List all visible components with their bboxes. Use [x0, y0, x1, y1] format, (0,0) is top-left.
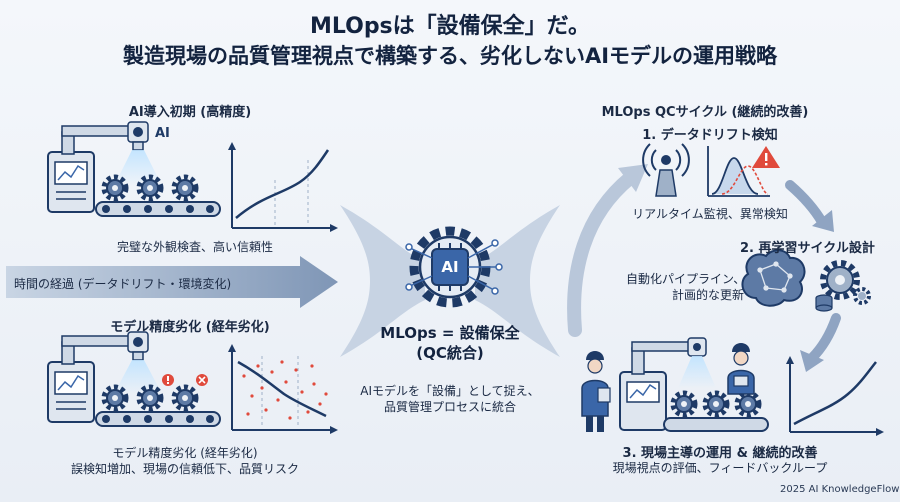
step3-description: 現場視点の評価、フィードバックループ — [612, 461, 828, 475]
main-title: MLOpsは「設備保全」だ。 — [309, 14, 590, 39]
alert-exclamation-icon — [162, 374, 174, 386]
degrade-caption-line1: モデル精度劣化 (経年劣化) — [112, 446, 258, 460]
qc-cycle-arrows — [567, 164, 841, 372]
step2-title: 2. 再学習サイクル設計 — [740, 241, 875, 256]
accuracy-chart-improved — [786, 356, 884, 436]
mlops-equation: MLOps = 設備保全 — [380, 324, 520, 342]
ai-chip-label: AI — [441, 258, 459, 276]
accuracy-chart-degraded — [228, 344, 338, 434]
center-description-line2: 品質管理プロセスに統合 — [383, 400, 516, 414]
center-description-line1: AIモデルを「設備」として捉え、 — [360, 384, 540, 398]
qc-integration: (QC統合) — [416, 344, 484, 362]
step1-description: リアルタイム監視、異常検知 — [632, 207, 788, 221]
warning-triangle-icon — [752, 146, 780, 168]
center-flow-shapes — [340, 205, 560, 357]
degrade-heading: モデル精度劣化 (経年劣化) — [110, 320, 270, 335]
settings-gear-database-icon — [815, 260, 871, 312]
distribution-drift-icon — [707, 146, 770, 197]
ai-gear-icon — [405, 226, 503, 308]
machine-initial-illustration — [47, 121, 221, 217]
initial-caption: 完璧な外観検査、高い信頼性 — [116, 240, 273, 254]
footer-credit: 2025 AI KnowledgeFlow — [780, 484, 900, 495]
brain-network-icon — [741, 249, 806, 307]
worker-right-icon — [727, 343, 755, 395]
main-subtitle: 製造現場の品質管理視点で構築する、劣化しないAIモデルの運用戦略 — [122, 44, 778, 68]
step2-description-line1: 自動化パイプライン、 — [626, 272, 746, 286]
time-arrow — [6, 256, 338, 308]
step2-description-line2: 計画的な更新 — [671, 288, 744, 302]
error-x-icon — [196, 374, 208, 386]
initial-heading: AI導入初期 (高精度) — [128, 105, 252, 120]
machine-degraded-illustration — [47, 331, 221, 427]
antenna-monitor-icon — [642, 143, 690, 197]
field-operators-machine-illustration — [581, 337, 769, 432]
degrade-caption-line2: 誤検知増加、現場の信頼低下、品質リスク — [70, 462, 299, 476]
time-arrow-label: 時間の経過 (データドリフト・環境変化) — [14, 277, 232, 291]
ai-badge-label: AI — [155, 126, 170, 141]
step3-title: 3. 現場主導の運用 & 継続的改善 — [622, 446, 818, 461]
step1-title: 1. データドリフト検知 — [642, 128, 778, 143]
worker-left-icon — [581, 351, 611, 432]
accuracy-chart-initial — [228, 142, 338, 232]
cycle-heading: MLOps QCサイクル (継続的改善) — [601, 105, 809, 120]
